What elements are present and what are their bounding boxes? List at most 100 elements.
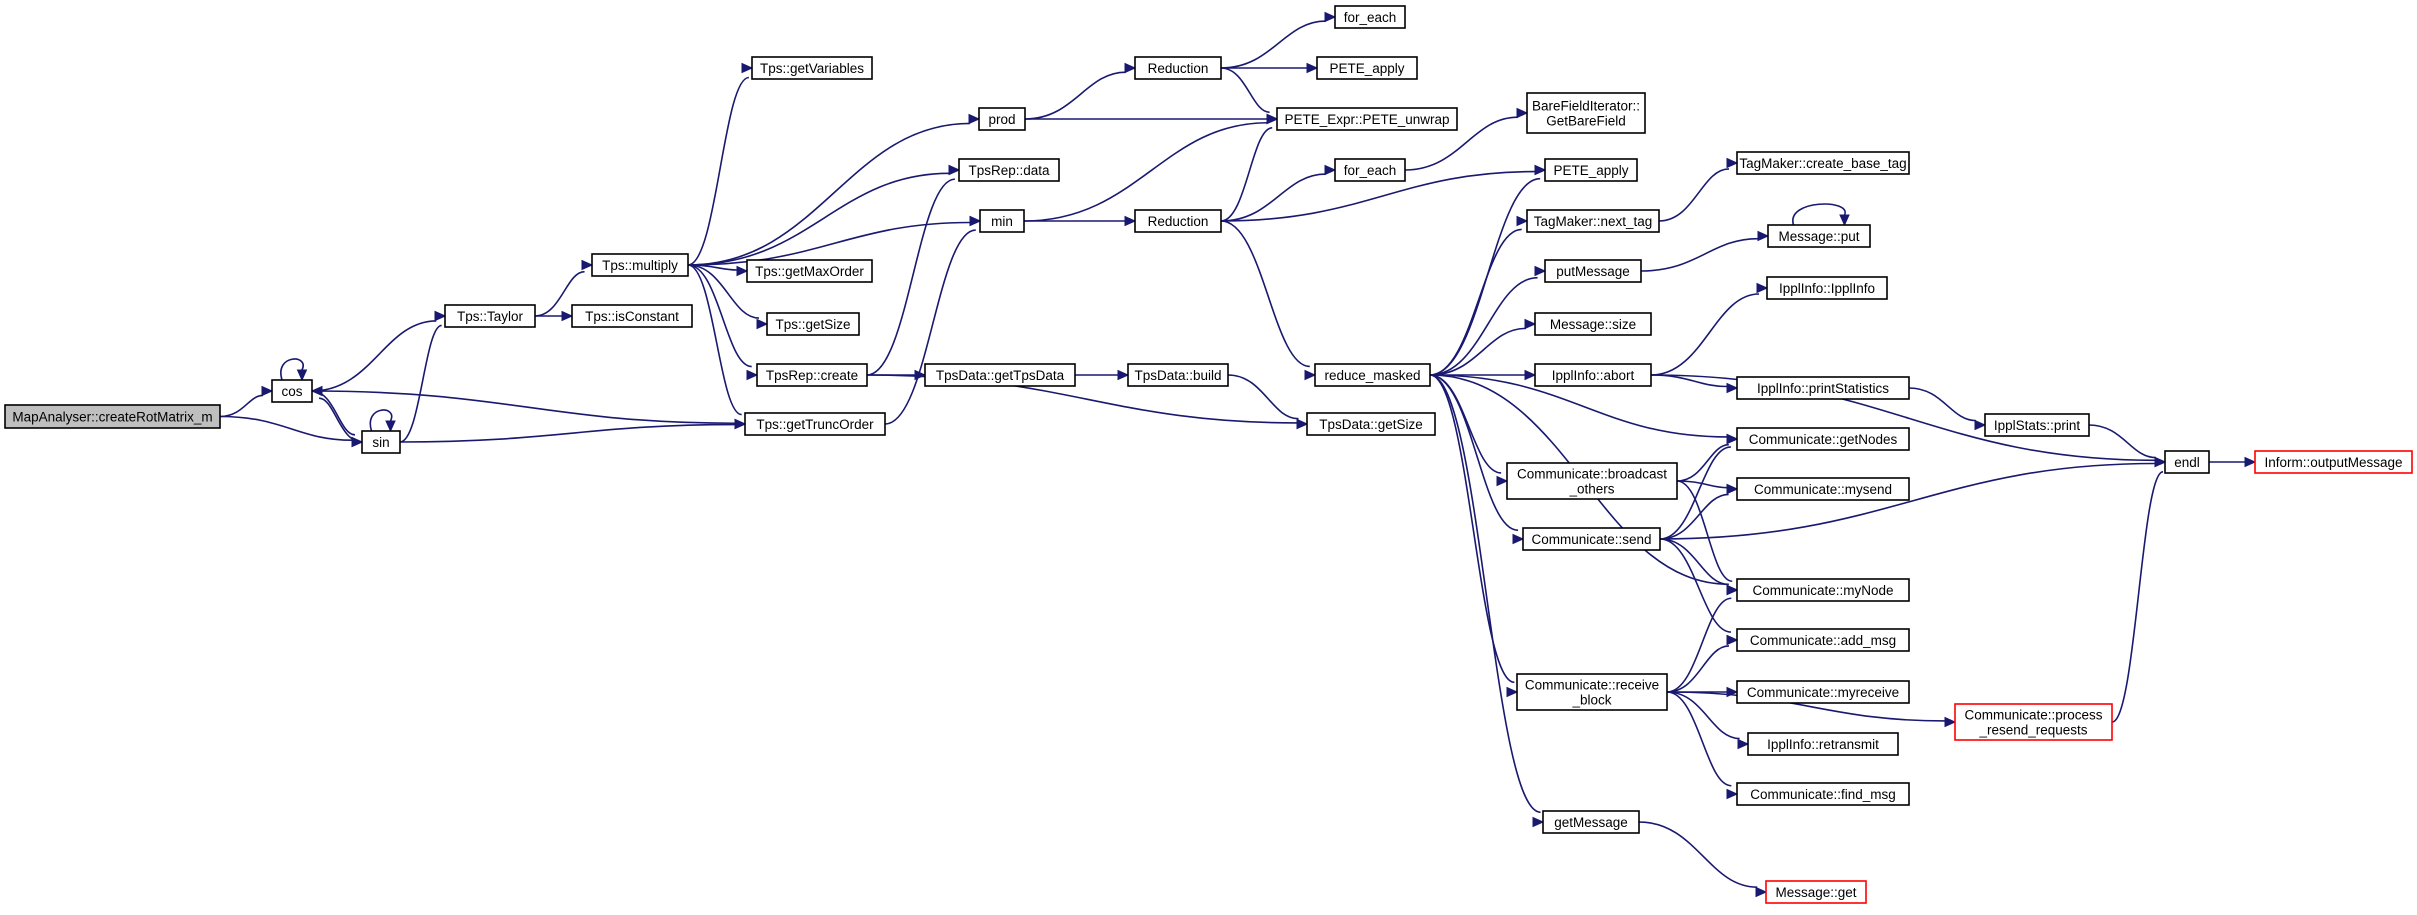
node-box	[1736, 628, 1910, 652]
node-getmessage[interactable]: getMessage	[1542, 810, 1640, 834]
node-multiply[interactable]: Tps::multiply	[591, 253, 689, 277]
arrow-head-icon	[1755, 886, 1768, 898]
node-bcast[interactable]: Communicate::broadcast_others	[1506, 462, 1678, 500]
node-label: TpsData::getTpsData	[936, 368, 1065, 383]
node-box	[1766, 276, 1888, 300]
node-label: cos	[281, 384, 302, 399]
edge-gettpsdata-to-tpsbuild	[1075, 369, 1130, 381]
node-findmsg[interactable]: Communicate::find_msg	[1736, 782, 1910, 806]
edge-multiply-to-prod	[687, 113, 981, 266]
node-box	[1334, 5, 1406, 29]
arrow-head-icon	[1304, 369, 1317, 381]
arrow-head-icon	[968, 113, 981, 125]
node-isconst[interactable]: Tps::isConstant	[571, 304, 693, 328]
node-foreach2[interactable]: for_each	[1334, 158, 1406, 182]
node-msgput[interactable]: Message::put	[1767, 224, 1871, 248]
edge-taylor-to-isconst	[535, 310, 574, 322]
arrow-head-icon	[1756, 282, 1769, 294]
node-msgget[interactable]: Message::get	[1765, 880, 1867, 904]
edge-abort-to-ipplinfo	[1650, 282, 1769, 376]
node-cos[interactable]: cos	[271, 379, 313, 403]
node-box	[1544, 158, 1638, 182]
node-abort[interactable]: IpplInfo::abort	[1534, 363, 1652, 387]
node-min[interactable]: min	[979, 209, 1025, 233]
arrow-head-icon	[1124, 215, 1137, 227]
node-box	[1736, 680, 1910, 704]
node-label: putMessage	[1556, 264, 1630, 279]
arrow-head-icon	[1737, 738, 1750, 750]
node-prod[interactable]: prod	[978, 107, 1026, 131]
edge-line	[687, 221, 971, 266]
edge-printstats-to-statsprint	[1908, 387, 1987, 431]
edge-reducemasked-to-putmessage	[1429, 265, 1547, 376]
node-ipplinfo[interactable]: IpplInfo::IpplInfo	[1766, 276, 1888, 300]
edge-reducemasked-to-nexttag	[1429, 215, 1529, 376]
node-getsize[interactable]: Tps::getSize	[766, 312, 860, 336]
node-box	[958, 158, 1060, 182]
arrow-head-icon	[1944, 716, 1957, 728]
node-endl[interactable]: endl	[2164, 450, 2210, 474]
node-foreach1[interactable]: for_each	[1334, 5, 1406, 29]
node-label: Tps::getMaxOrder	[755, 264, 864, 279]
node-tpsrepcreate[interactable]: TpsRep::create	[756, 363, 868, 387]
edge-multiply-to-getvars	[687, 62, 754, 266]
node-mysend[interactable]: Communicate::mysend	[1736, 477, 1910, 501]
node-root[interactable]: MapAnalyser::createRotMatrix_m	[4, 404, 221, 429]
node-box	[1736, 782, 1910, 806]
node-gettpsdata[interactable]: TpsData::getTpsData	[924, 363, 1076, 387]
node-box	[591, 253, 689, 277]
node-reducemasked[interactable]: reduce_masked	[1314, 363, 1431, 387]
node-unwrap[interactable]: PETE_Expr::PETE_unwrap	[1276, 107, 1458, 131]
node-myreceive[interactable]: Communicate::myreceive	[1736, 680, 1910, 704]
node-box	[1736, 151, 1910, 175]
node-getvars[interactable]: Tps::getVariables	[751, 56, 873, 80]
node-box	[1765, 880, 1867, 904]
node-outputmsg[interactable]: Inform::outputMessage	[2254, 450, 2413, 474]
node-printstats[interactable]: IpplInfo::printStatistics	[1736, 376, 1910, 400]
edge-msgput-to-msgput	[1792, 203, 1850, 227]
node-peteapply2[interactable]: PETE_apply	[1544, 158, 1638, 182]
node-label: min	[991, 214, 1013, 229]
node-tpsrepdata[interactable]: TpsRep::data	[958, 158, 1060, 182]
arrow-head-icon	[1306, 62, 1319, 74]
node-statsprint[interactable]: IpplStats::print	[1984, 413, 2090, 437]
node-retransmit[interactable]: IpplInfo::retransmit	[1747, 732, 1899, 756]
node-recvblock[interactable]: Communicate::receive_block	[1516, 673, 1668, 711]
node-box	[1736, 376, 1910, 400]
arrow-head-icon	[296, 369, 308, 382]
node-resend[interactable]: Communicate::process_resend_requests	[1954, 703, 2113, 741]
node-send[interactable]: Communicate::send	[1522, 527, 1661, 551]
node-box	[444, 304, 536, 328]
node-getnodes[interactable]: Communicate::getNodes	[1736, 427, 1910, 451]
node-tpsgetsize[interactable]: TpsData::getSize	[1306, 412, 1436, 436]
arrow-head-icon	[1534, 164, 1547, 176]
edge-line	[1220, 67, 1270, 114]
node-red1[interactable]: Reduction	[1134, 56, 1222, 80]
node-mynode[interactable]: Communicate::myNode	[1736, 578, 1910, 602]
edge-line	[1650, 293, 1760, 376]
edge-taylor-to-multiply	[534, 259, 594, 317]
node-getmaxorder[interactable]: Tps::getMaxOrder	[746, 259, 873, 283]
node-taylor[interactable]: Tps::Taylor	[444, 304, 536, 328]
node-sin[interactable]: sin	[361, 430, 401, 454]
node-bfi[interactable]: BareFieldIterator::GetBareField	[1526, 92, 1646, 134]
node-msgsize[interactable]: Message::size	[1534, 312, 1652, 336]
node-label: Inform::outputMessage	[2264, 455, 2402, 470]
edge-line	[1658, 168, 1730, 222]
node-gettruncorder[interactable]: Tps::getTruncOrder	[744, 412, 886, 436]
node-nexttag[interactable]: TagMaker::next_tag	[1526, 209, 1660, 233]
node-addmsg[interactable]: Communicate::add_msg	[1736, 628, 1910, 652]
edge-send-to-addmsg	[1659, 538, 1739, 646]
node-box	[1314, 363, 1431, 387]
node-putmessage[interactable]: putMessage	[1544, 259, 1642, 283]
edge-reducemasked-to-send	[1429, 374, 1525, 545]
edge-line	[1404, 116, 1518, 171]
node-label: IpplInfo::printStatistics	[1757, 381, 1889, 396]
node-createbasetag[interactable]: TagMaker::create_base_tag	[1736, 151, 1910, 175]
edge-resend-to-endl	[2111, 456, 2167, 723]
edge-line	[1659, 538, 1729, 586]
node-peteapply1[interactable]: PETE_apply	[1316, 56, 1418, 80]
node-red2[interactable]: Reduction	[1134, 209, 1222, 233]
node-tpsbuild[interactable]: TpsData::build	[1127, 363, 1229, 387]
edge-line	[1676, 480, 1733, 583]
